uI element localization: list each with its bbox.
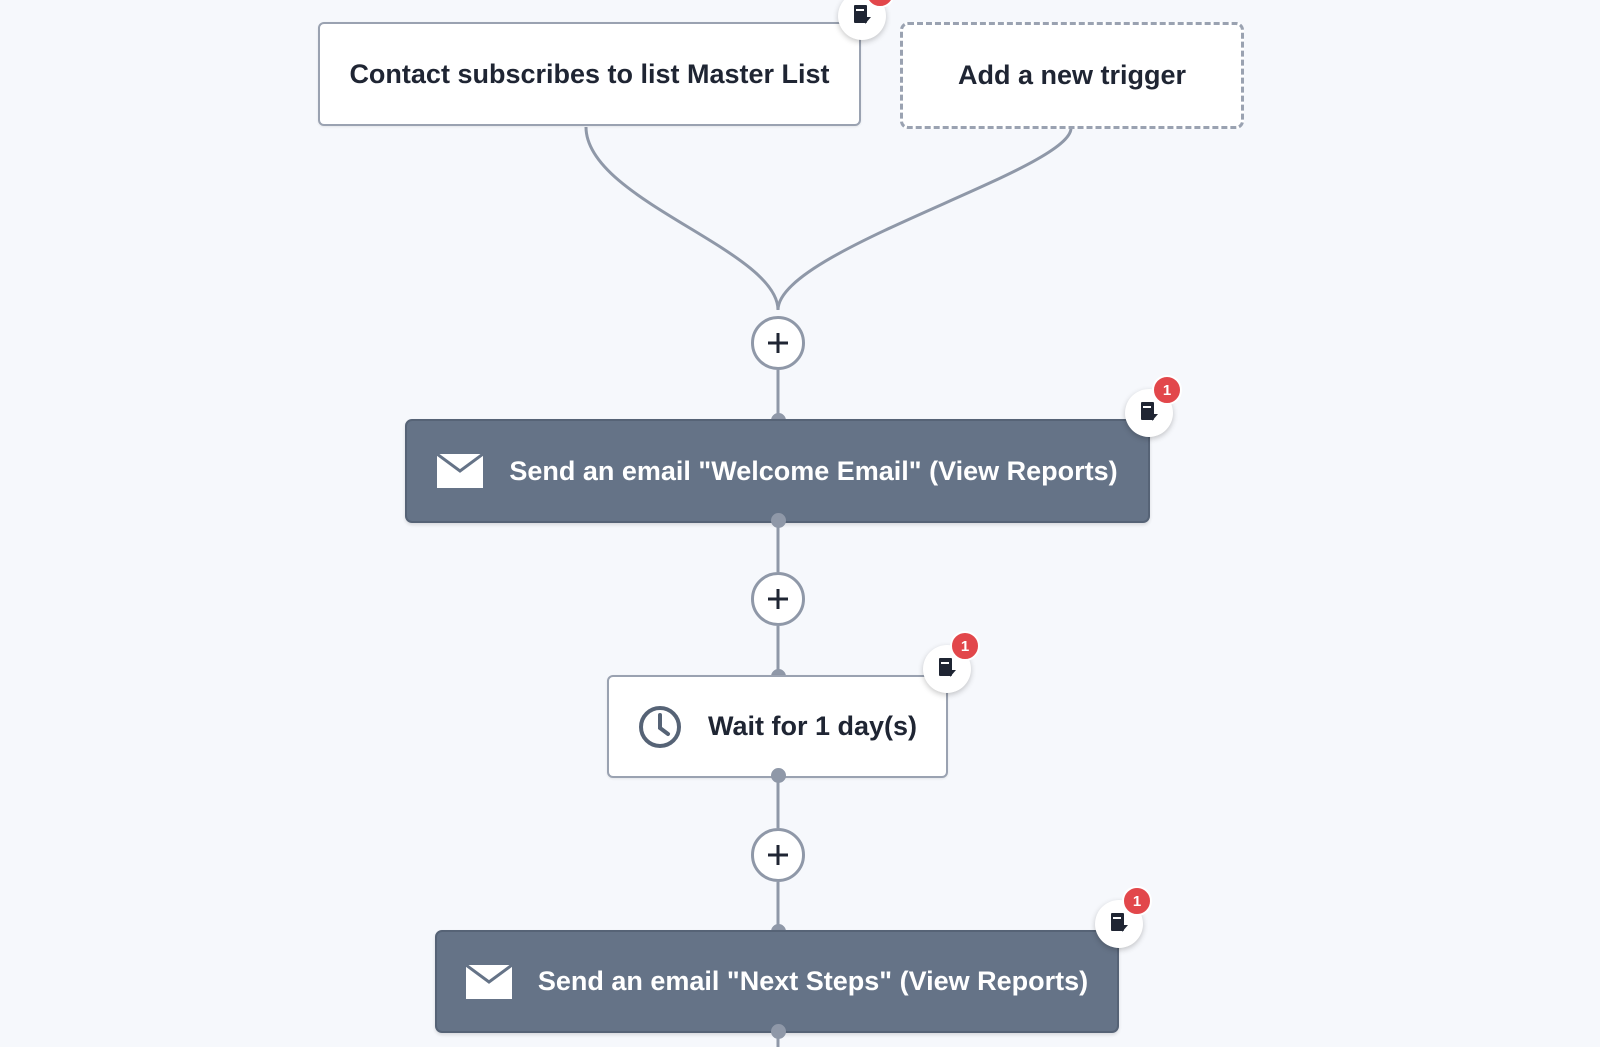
trigger-connector-left [584,126,780,311]
trigger-notes-button[interactable]: 2 [838,0,895,40]
wait-step[interactable]: Wait for 1 day(s) [607,675,948,778]
connector-dot [771,768,786,783]
notes-icon [851,2,873,31]
email-step-label: Send an email "Welcome Email" (View Repo… [509,455,1118,486]
notes-icon [936,655,958,684]
connector-dot [771,513,786,528]
connector-dot [771,1024,786,1039]
add-step-button[interactable] [751,828,805,882]
clock-icon [638,705,682,749]
add-step-button[interactable] [751,572,805,626]
add-trigger-label: Add a new trigger [957,60,1187,90]
trigger-node-subscribe[interactable]: Contact subscribes to list Master List [318,22,861,126]
email-step-label: Send an email "Next Steps" (View Reports… [537,966,1089,996]
email-notes-button[interactable]: 1 [1125,375,1182,437]
plus-icon [768,845,788,865]
trigger-connector-right [776,127,1073,311]
plus-icon [768,333,788,353]
notes-count-badge: 1 [950,631,980,661]
email-step-welcome[interactable]: Send an email "Welcome Email" (View Repo… [405,419,1150,523]
email-step-next-steps[interactable]: Send an email "Next Steps" (View Reports… [435,930,1119,1033]
envelope-icon [437,454,484,488]
notes-icon [1138,399,1160,428]
notes-count-badge: 1 [1152,375,1182,405]
notes-count-badge: 1 [1122,886,1152,916]
plus-icon [768,589,788,609]
envelope-icon [465,964,512,999]
wait-step-label: Wait for 1 day(s) [707,711,918,741]
wait-notes-button[interactable]: 1 [923,631,980,693]
trigger-label: Contact subscribes to list Master List [349,58,830,89]
add-step-button[interactable] [751,316,805,370]
email-notes-button[interactable]: 1 [1095,886,1152,948]
add-trigger-button[interactable]: Add a new trigger [900,22,1244,129]
notes-icon [1108,910,1130,939]
